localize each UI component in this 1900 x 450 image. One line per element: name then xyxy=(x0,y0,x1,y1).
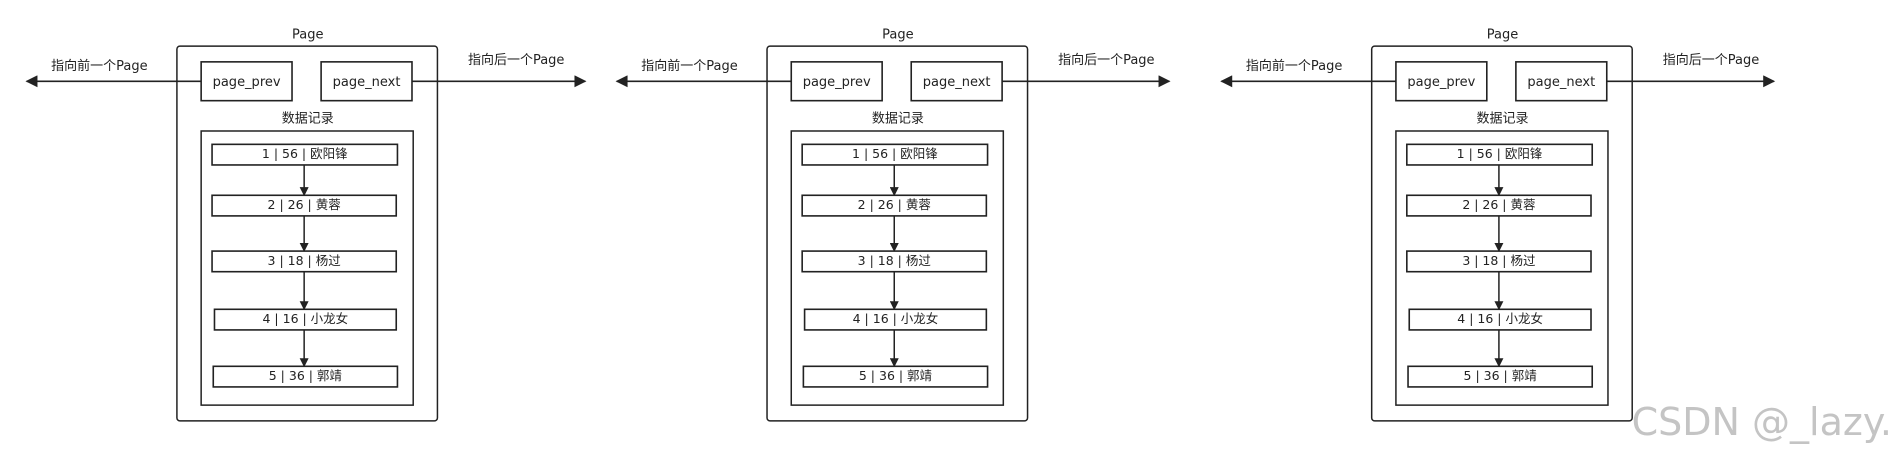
next-arrow-label: 指向后一个Page xyxy=(1058,52,1154,68)
page-prev-box xyxy=(200,61,293,102)
records-label: 数据记录 xyxy=(1477,111,1529,126)
record-text: 1 | 56 | 欧阳锋 xyxy=(262,146,348,161)
record-box xyxy=(211,143,399,166)
record-text: 4 | 16 | 小龙女 xyxy=(853,311,939,326)
page-next-label: page_next xyxy=(333,75,401,90)
page-title: Page xyxy=(292,28,323,43)
page-prev-label: page_prev xyxy=(213,75,281,90)
record-text: 1 | 56 | 欧阳锋 xyxy=(852,146,938,161)
page-next-box xyxy=(910,61,1003,102)
records-label: 数据记录 xyxy=(872,111,924,126)
prev-arrow-label: 指向前一个Page xyxy=(641,58,737,74)
record-text: 3 | 18 | 杨过 xyxy=(858,253,932,268)
record-text: 4 | 16 | 小龙女 xyxy=(1457,311,1543,326)
record-text: 5 | 36 | 郭靖 xyxy=(1464,368,1537,383)
record-text: 2 | 26 | 黄蓉 xyxy=(1462,197,1536,212)
page-group: Page page_prev page_next 指向前一个Page 指向后一个Page… xyxy=(25,28,587,422)
page-prev-box xyxy=(1395,61,1488,102)
record-text: 1 | 56 | 欧阳锋 xyxy=(1457,146,1543,161)
record-box xyxy=(802,365,989,388)
prev-arrow-label: 指向前一个Page xyxy=(1246,58,1342,74)
page-next-label: page_next xyxy=(923,75,991,90)
record-box xyxy=(213,308,398,331)
record-box xyxy=(1406,194,1592,217)
record-box xyxy=(801,250,988,273)
record-text: 3 | 18 | 杨过 xyxy=(268,253,342,268)
prev-arrow-label: 指向前一个Page xyxy=(51,58,147,74)
page-prev-box xyxy=(790,61,883,102)
page-group: Page page_prev page_next 指向前一个Page 指向后一个Page… xyxy=(615,28,1171,422)
record-text: 2 | 26 | 黄蓉 xyxy=(268,197,342,212)
record-box xyxy=(212,365,399,388)
record-box xyxy=(211,250,398,273)
record-text: 5 | 36 | 郭靖 xyxy=(269,368,342,383)
page-prev-label: page_prev xyxy=(1407,75,1475,90)
record-text: 5 | 36 | 郭靖 xyxy=(859,368,932,383)
record-text: 3 | 18 | 杨过 xyxy=(1462,253,1536,268)
record-box xyxy=(1406,143,1594,166)
record-box xyxy=(211,194,398,217)
record-box xyxy=(803,308,988,331)
page-next-box xyxy=(320,61,413,102)
watermark: CSDN @_lazy. xyxy=(1631,400,1892,444)
next-arrow-label: 指向后一个Page xyxy=(468,52,564,68)
records-label: 数据记录 xyxy=(282,111,334,126)
page-group: Page page_prev page_next 指向前一个Page 指向后一个Page… xyxy=(1220,28,1776,422)
record-box xyxy=(1407,365,1594,388)
page-title: Page xyxy=(1487,28,1518,43)
page-title: Page xyxy=(882,28,913,43)
record-box xyxy=(801,194,988,217)
page-next-box xyxy=(1515,61,1608,102)
page-prev-label: page_prev xyxy=(803,75,871,90)
record-box xyxy=(1408,308,1592,331)
record-text: 2 | 26 | 黄蓉 xyxy=(858,197,932,212)
next-arrow-label: 指向后一个Page xyxy=(1663,52,1759,68)
record-text: 4 | 16 | 小龙女 xyxy=(263,311,349,326)
record-box xyxy=(1406,250,1592,273)
page-next-label: page_next xyxy=(1527,75,1595,90)
record-box xyxy=(801,143,989,166)
